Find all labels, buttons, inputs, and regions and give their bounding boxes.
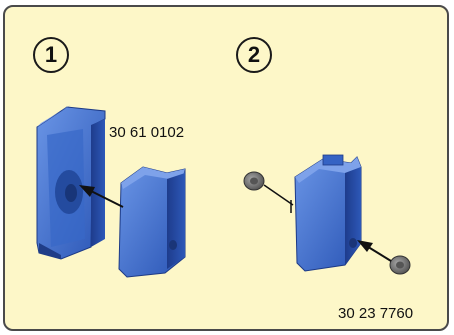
arrow <box>79 185 124 208</box>
illustration-canvas <box>36 105 411 278</box>
grommet-part <box>389 255 411 275</box>
bracket-part <box>36 105 106 260</box>
step-number-1: 1 <box>33 37 69 73</box>
grommet-part <box>243 171 294 213</box>
arrow <box>357 240 392 262</box>
instruction-panel: 1 2 30 61 0102 30 23 7760 <box>3 5 449 331</box>
step-number-2: 2 <box>236 37 272 73</box>
housing-part <box>294 154 362 272</box>
cover-part <box>118 166 186 278</box>
part-number-label: 30 23 7760 <box>338 305 414 322</box>
part-number-label: 30 61 0102 <box>109 124 185 141</box>
